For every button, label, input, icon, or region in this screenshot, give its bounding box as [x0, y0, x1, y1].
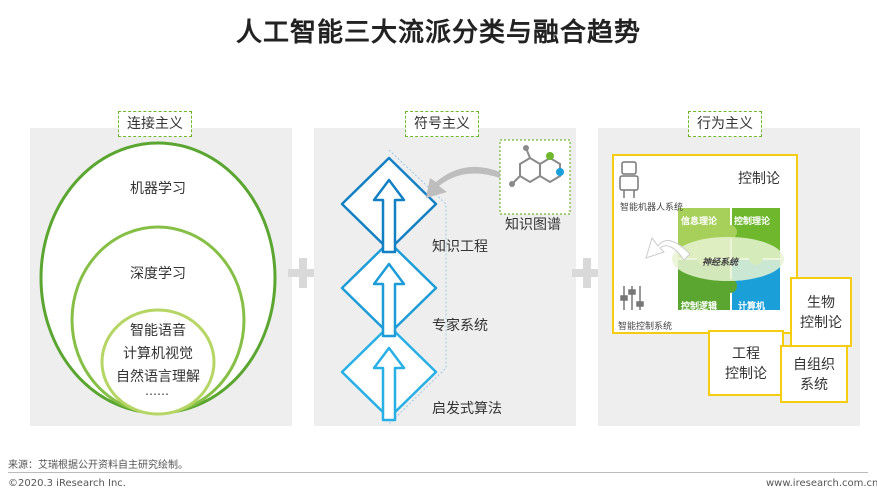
- connectionism-label: 连接主义: [118, 111, 192, 137]
- puzzle-label: 信息理论: [681, 217, 718, 227]
- page-title: 人工智能三大流派分类与融合趋势: [235, 18, 641, 48]
- puzzle-label: 计算机: [738, 302, 766, 312]
- bio-control-box: 生物 控制论: [790, 277, 852, 347]
- arrow-icon: [372, 346, 406, 422]
- self-organizing-text: 系统: [800, 377, 828, 393]
- knowledge-graph-label: 知识图谱: [505, 217, 561, 233]
- level-label: 知识工程: [432, 239, 488, 255]
- self-organizing-text: 自组织: [793, 357, 835, 373]
- bio-control-text: 生物: [807, 295, 835, 311]
- behaviorism-label: 行为主义: [688, 111, 762, 137]
- plus-sign: [288, 258, 318, 288]
- inner-item: 自然语言理解: [116, 369, 200, 385]
- symbolism-label: 符号主义: [405, 111, 479, 137]
- symbolism-diagram: [340, 139, 571, 425]
- level-label: 专家系统: [432, 318, 488, 334]
- inner-item: 计算机视觉: [123, 346, 193, 362]
- puzzle-label: 控制理论: [734, 217, 771, 227]
- connectionism-rings: [39, 141, 277, 416]
- curved-arrow-icon: [426, 166, 500, 198]
- level-label: 启发式算法: [432, 401, 502, 417]
- source-note: 来源：艾瑞根据公开资料自主研究绘制。: [8, 460, 188, 471]
- robot-icon: [619, 161, 639, 198]
- curved-arrow-icon: [645, 236, 691, 261]
- arrow-icon: [372, 178, 406, 254]
- inner-item: 智能语音: [130, 323, 186, 339]
- self-organizing-box: 自组织 系统: [780, 345, 848, 403]
- inner-item: ……: [145, 384, 169, 398]
- engineering-control-box: 工程 控制论: [708, 330, 784, 396]
- control-theory-label: 控制论: [738, 171, 780, 187]
- control-system-label: 智能控制系统: [618, 322, 673, 332]
- bio-control-text: 控制论: [800, 315, 842, 331]
- robot-system-label: 智能机器人系统: [620, 203, 684, 213]
- website-link[interactable]: www.iresearch.com.cn: [766, 478, 877, 489]
- engineering-control-text: 控制论: [725, 366, 767, 382]
- plus-sign: [572, 258, 602, 288]
- slider-icon: [620, 286, 644, 310]
- engineering-control-text: 工程: [732, 346, 760, 362]
- arrow-icon: [372, 262, 406, 338]
- footer-divider: [8, 472, 868, 473]
- copyright: ©2020.3 iResearch Inc.: [8, 478, 126, 489]
- neural-system-oval: [672, 237, 784, 281]
- behaviorism-diagram: [619, 161, 784, 310]
- ring-label-machine-learning: 机器学习: [130, 181, 186, 197]
- ring-label-deep-learning: 深度学习: [130, 266, 186, 282]
- neural-system-label: 神经系统: [702, 258, 739, 268]
- ring-applications: [100, 308, 216, 416]
- puzzle-label: 控制逻辑: [681, 302, 718, 312]
